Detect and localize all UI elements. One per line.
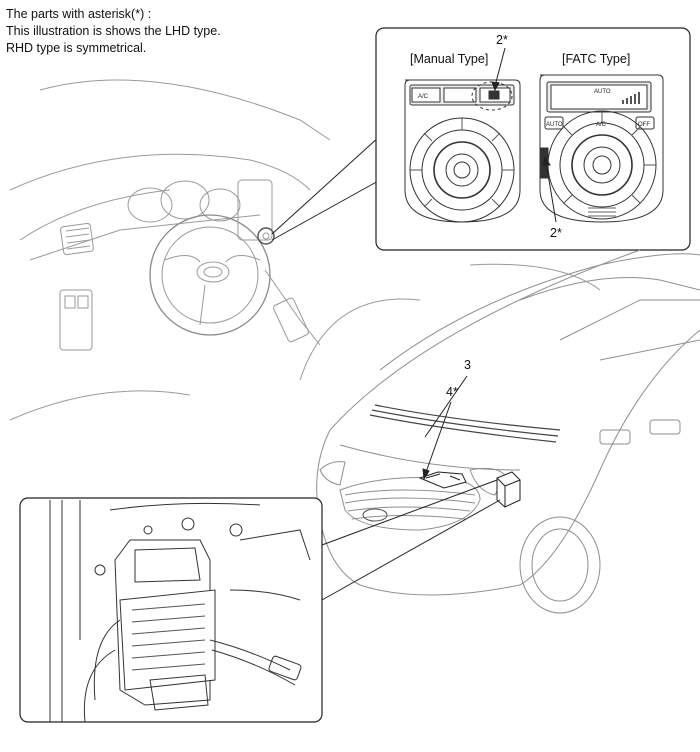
fatc-auto-button-label: AUTO xyxy=(546,122,563,128)
fatc-ac-button-label: A/C xyxy=(596,122,607,128)
manual-ac-button-label: A/C xyxy=(418,94,429,100)
fatc-display-auto-label: AUTO xyxy=(594,89,611,95)
exterior-car-illustration xyxy=(316,249,700,614)
leader-lines-detail xyxy=(321,479,501,601)
manual-type-label: [Manual Type] xyxy=(410,52,489,66)
fatc-type-label: [FATC Type] xyxy=(562,52,631,66)
callout-3-4-arrows xyxy=(422,375,468,481)
connector-box xyxy=(496,471,521,508)
note-line-3: RHD type is symmetrical. xyxy=(6,41,147,55)
note-block: The parts with asterisk(*) : This illust… xyxy=(6,6,221,57)
callout-3: 3 xyxy=(464,358,471,372)
hood-latch-sensor xyxy=(418,471,467,489)
connector-detail-drawing xyxy=(49,500,311,723)
callout-2-fatc: 2* xyxy=(550,226,562,240)
callout-2-manual: 2* xyxy=(496,33,508,47)
callout-2-arrows xyxy=(491,47,557,223)
manual-type-panel xyxy=(404,79,521,223)
fatc-type-panel xyxy=(539,74,664,223)
interior-illustration xyxy=(9,79,601,421)
fatc-off-button-label: OFF xyxy=(638,122,650,128)
note-line-2: This illustration is shows the LHD type. xyxy=(6,24,221,38)
callout-4: 4* xyxy=(446,385,458,399)
leader-lines-interior xyxy=(271,135,381,241)
note-line-1: The parts with asterisk(*) : xyxy=(6,7,152,21)
